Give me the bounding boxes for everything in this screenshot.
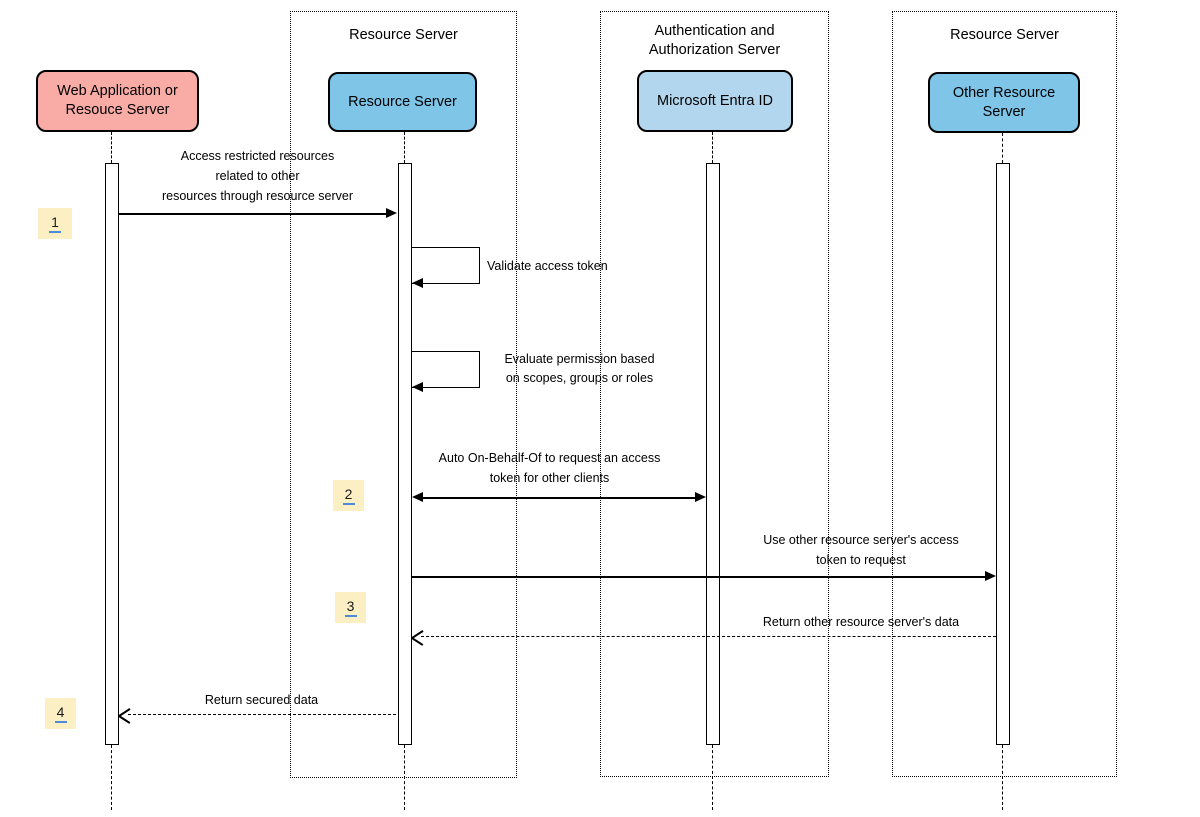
open-arrowhead-icon bbox=[118, 715, 131, 724]
selfloop-evaluate-permission bbox=[412, 351, 480, 388]
actor-microsoft-entra-id: Microsoft Entra ID bbox=[637, 70, 793, 132]
lifeline-web-application-tail bbox=[111, 745, 112, 810]
activation-bar-web-application bbox=[105, 163, 119, 745]
message-label-return-other-data: Return other resource server's data bbox=[762, 615, 960, 629]
message-label-return-secured: Return secured data bbox=[204, 693, 319, 707]
step-number: 3 bbox=[346, 597, 355, 614]
message-line-return-other-data bbox=[421, 636, 996, 637]
lifeline-other-resource-server-tail bbox=[1002, 745, 1003, 810]
lifeline-other-resource-server bbox=[1002, 133, 1003, 163]
message-label-use-token: Use other resource server's access token… bbox=[763, 533, 959, 567]
step-number: 4 bbox=[56, 703, 65, 720]
badge-underline bbox=[342, 502, 355, 505]
arrowhead-icon bbox=[412, 382, 423, 392]
badge-underline bbox=[49, 230, 61, 233]
lifeline-microsoft-entra-id-tail bbox=[712, 745, 713, 810]
actor-resource-server: Resource Server bbox=[328, 72, 477, 132]
message-line-return-secured bbox=[128, 714, 396, 715]
badge-underline bbox=[344, 614, 357, 617]
step-badge-1[interactable]: 1 bbox=[38, 208, 72, 239]
container-label: Authentication and Authorization Server bbox=[648, 23, 781, 58]
container-label: Resource Server bbox=[349, 27, 458, 43]
activation-bar-microsoft-entra-id bbox=[706, 163, 720, 745]
message-line-access-restricted bbox=[119, 213, 387, 215]
arrowhead-icon bbox=[695, 492, 706, 502]
arrowhead-icon bbox=[985, 571, 996, 581]
message-label-validate-token: Validate access token bbox=[487, 259, 608, 273]
actor-other-resource-server: Other Resource Server bbox=[928, 72, 1080, 133]
message-label-evaluate-permission: Evaluate permission based on scopes, gro… bbox=[504, 352, 655, 385]
activation-bar-other-resource-server bbox=[996, 163, 1010, 745]
step-badge-2[interactable]: 2 bbox=[333, 480, 364, 511]
message-line-obo bbox=[421, 497, 697, 499]
lifeline-resource-server bbox=[404, 132, 405, 163]
lifeline-web-application bbox=[111, 132, 112, 163]
message-line-use-token bbox=[412, 576, 986, 578]
step-number: 1 bbox=[51, 213, 59, 230]
arrowhead-icon bbox=[386, 208, 397, 218]
message-label-access-restricted: Access restricted resources related to o… bbox=[161, 149, 354, 203]
message-label-obo: Auto On-Behalf-Of to request an access t… bbox=[438, 451, 661, 485]
container-label: Resource Server bbox=[950, 27, 1059, 43]
lifeline-resource-server-tail bbox=[404, 745, 405, 810]
badge-underline bbox=[54, 720, 67, 723]
arrowhead-icon bbox=[412, 492, 423, 502]
step-badge-3[interactable]: 3 bbox=[335, 592, 366, 623]
activation-bar-resource-server bbox=[398, 163, 412, 745]
step-number: 2 bbox=[344, 485, 353, 502]
container-resource-server: Resource Server bbox=[290, 11, 517, 778]
step-badge-4[interactable]: 4 bbox=[45, 698, 76, 729]
lifeline-microsoft-entra-id bbox=[712, 132, 713, 163]
container-auth-server: Authentication and Authorization Server bbox=[600, 11, 829, 777]
actor-web-application: Web Application or Resouce Server bbox=[36, 70, 199, 132]
arrowhead-icon bbox=[412, 278, 423, 288]
container-other-resource-server: Resource Server bbox=[892, 11, 1117, 777]
selfloop-validate-token bbox=[412, 247, 480, 284]
